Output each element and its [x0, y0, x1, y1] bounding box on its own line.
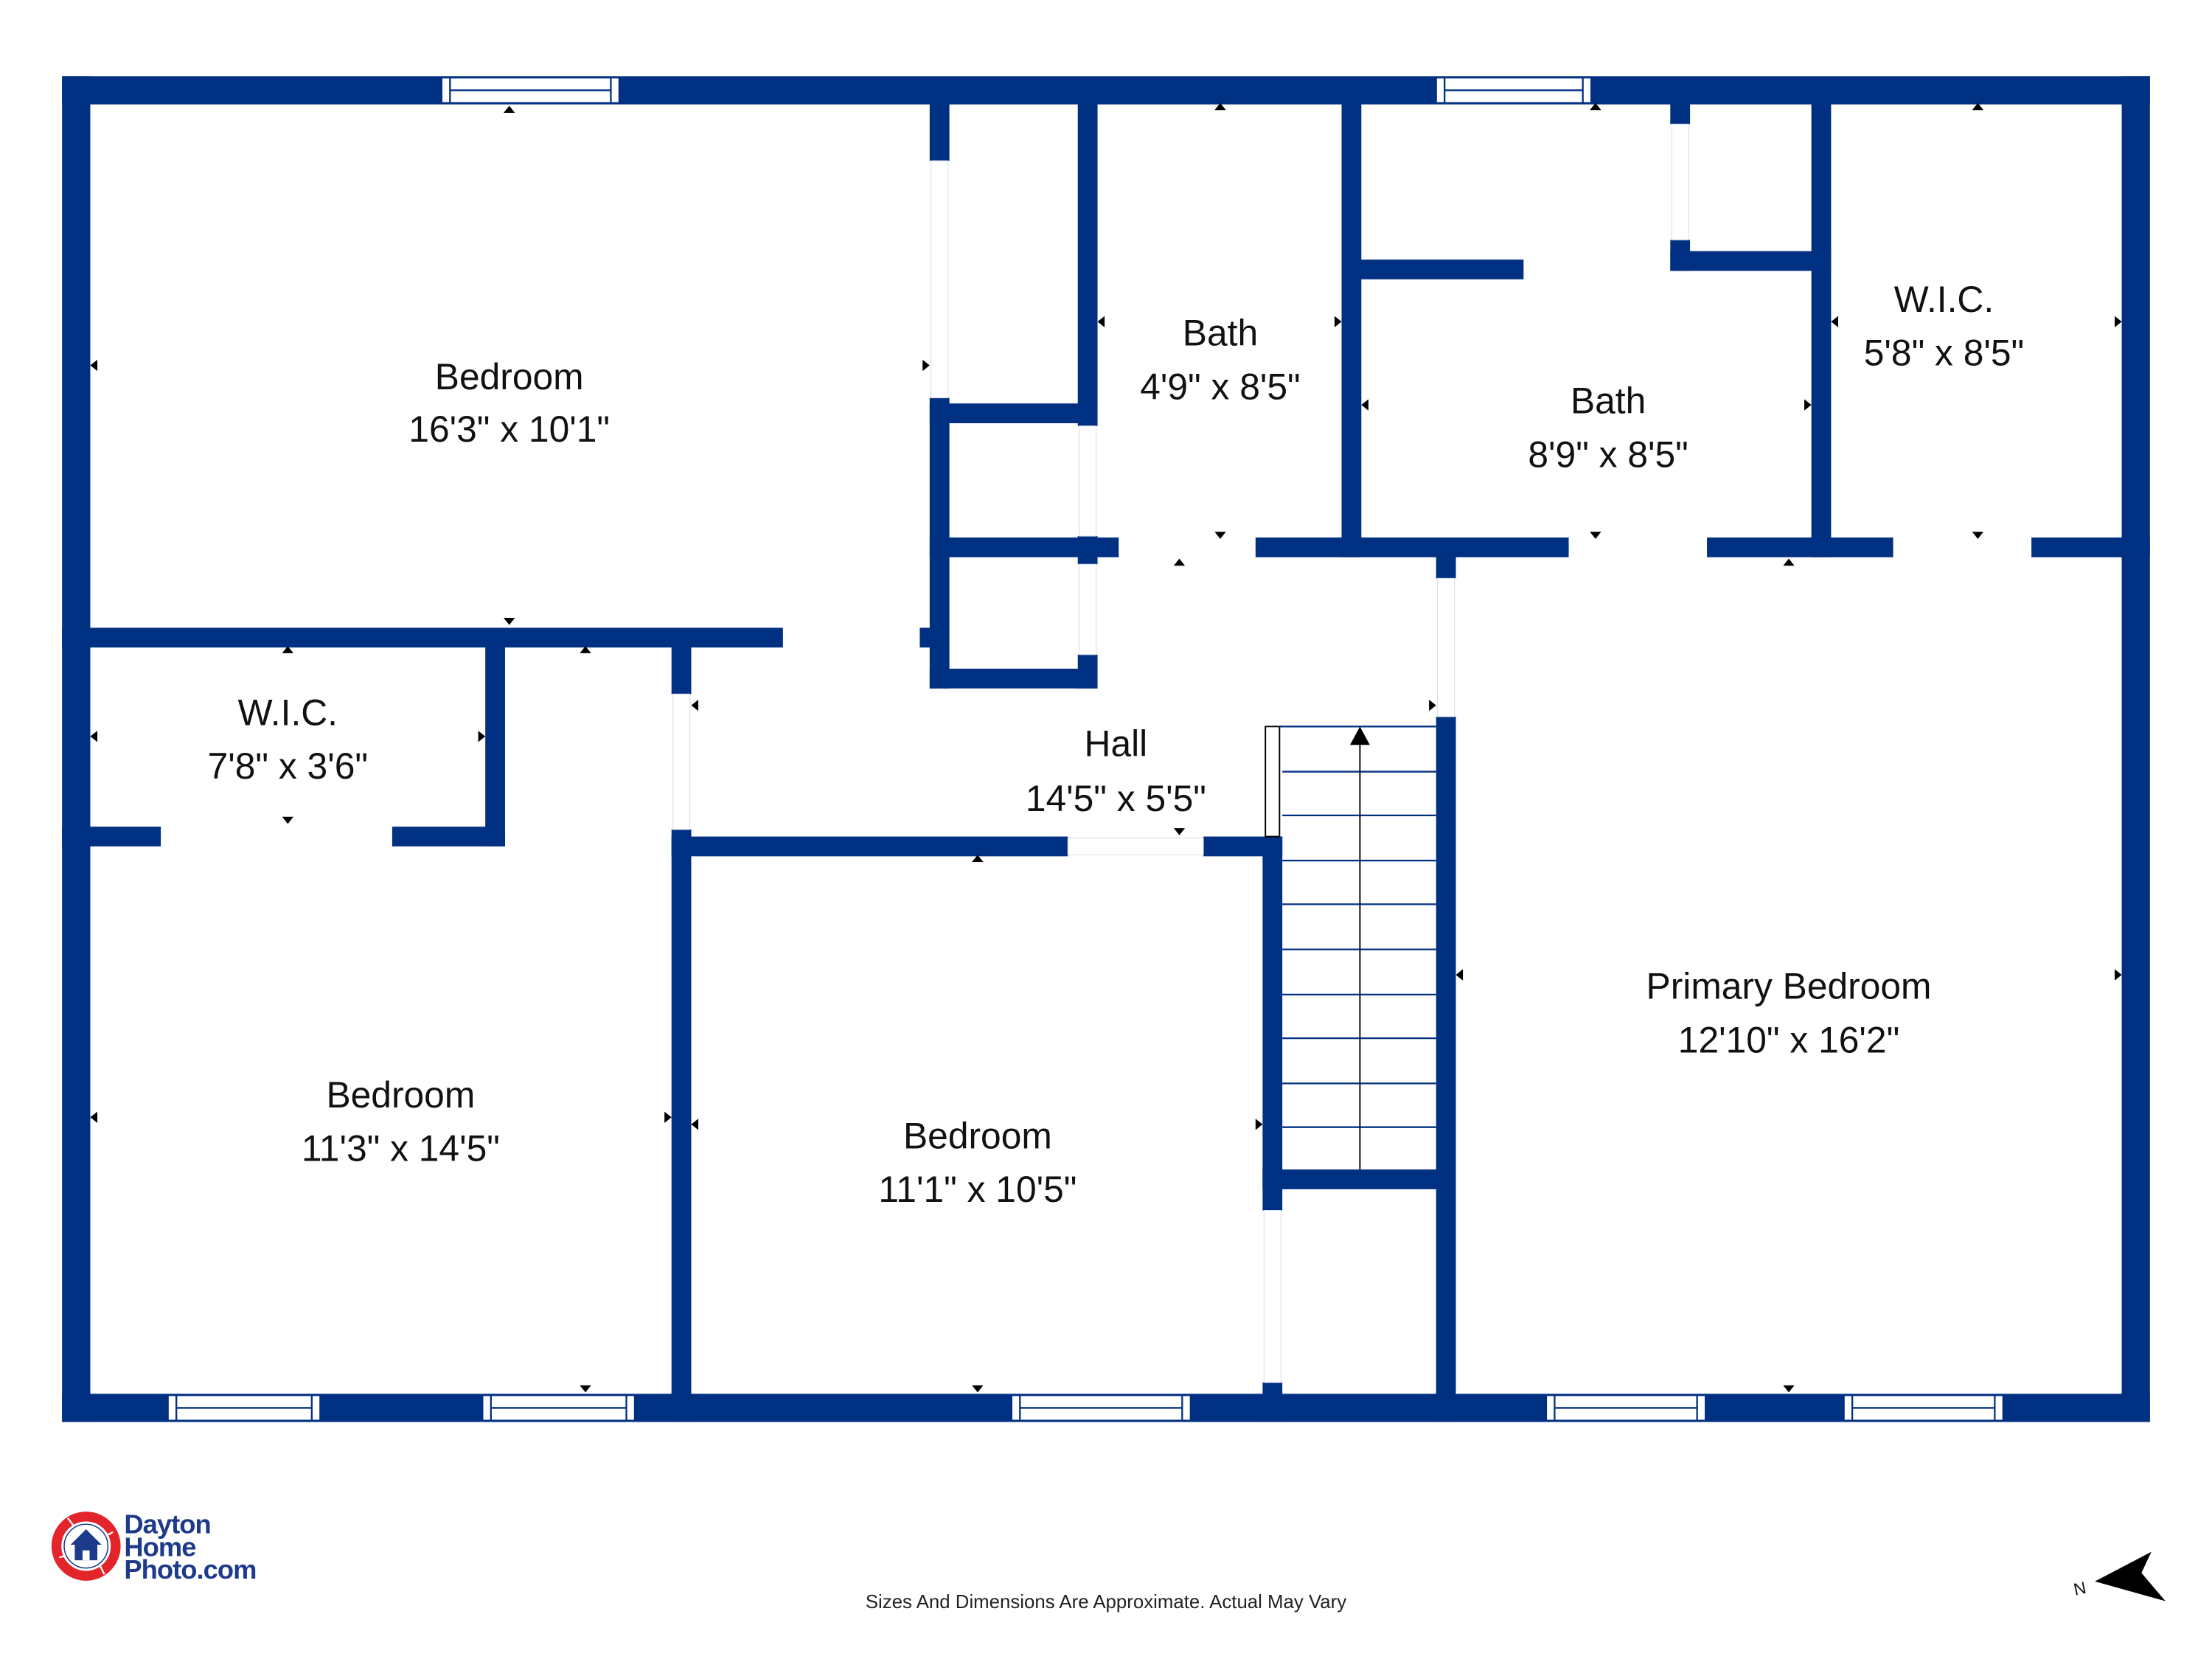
room-label-primary-bedroom: Primary Bedroom 12'10" x 16'2" — [1646, 966, 1932, 1061]
room-name: Hall — [1085, 723, 1148, 765]
room-name: Bath — [1183, 313, 1258, 354]
room-label-wic-w: W.I.C. 7'8" x 3'6" — [208, 692, 368, 787]
room-dimensions: 8'9" x 8'5" — [1528, 434, 1688, 475]
interior-walls — [62, 98, 2150, 1422]
room-name: W.I.C. — [1894, 279, 1994, 320]
staircase — [1265, 726, 1436, 1170]
room-dimensions: 14'5" x 5'5" — [1026, 778, 1206, 819]
window — [440, 77, 621, 104]
disclaimer-text: Sizes And Dimensions Are Approximate. Ac… — [866, 1592, 1346, 1613]
room-label-bedroom-sw: Bedroom 11'3" x 14'5" — [302, 1074, 500, 1169]
room-name: Bedroom — [435, 356, 584, 397]
window — [1843, 1394, 2004, 1422]
room-label-bath-2: Bath 8'9" x 8'5" — [1528, 380, 1688, 476]
room-dimensions: 11'1" x 10'5" — [878, 1169, 1077, 1210]
north-arrow-icon: N — [2072, 1551, 2166, 1601]
room-label-wic-ne: W.I.C. 5'8" x 8'5" — [1864, 279, 2024, 374]
windows — [167, 77, 2004, 1422]
room-dimensions: 16'3" x 10'1" — [408, 408, 610, 450]
compass-north-label: N — [2072, 1578, 2088, 1599]
doorways — [672, 123, 1689, 1383]
dayton-home-photo-logo: Dayton Home Photo.com — [51, 1509, 257, 1585]
room-label-bedroom-nw: Bedroom 16'3" x 10'1" — [408, 356, 610, 450]
window — [1545, 1394, 1707, 1422]
room-dimensions: 5'8" x 8'5" — [1864, 333, 2024, 374]
logo-line-3: Photo.com — [124, 1554, 256, 1585]
stair-up-arrow-icon — [1349, 726, 1370, 745]
room-name: Bedroom — [326, 1074, 475, 1116]
room-label-bedroom-s: Bedroom 11'1" x 10'5" — [878, 1115, 1077, 1210]
room-name: Bath — [1571, 380, 1646, 422]
room-dimensions: 7'8" x 3'6" — [208, 745, 368, 787]
room-dimensions: 11'3" x 14'5" — [302, 1128, 500, 1169]
room-dimensions: 4'9" x 8'5" — [1140, 366, 1300, 407]
room-label-hall: Hall 14'5" x 5'5" — [1026, 723, 1206, 820]
window — [481, 1394, 636, 1422]
room-dimensions: 12'10" x 16'2" — [1678, 1019, 1899, 1060]
logo-line-2: Home — [124, 1531, 195, 1562]
window — [1435, 77, 1593, 104]
window — [1010, 1394, 1192, 1422]
room-name: Bedroom — [903, 1115, 1052, 1156]
room-name: Primary Bedroom — [1646, 966, 1932, 1007]
dimension-markers — [90, 102, 2122, 1393]
room-label-bath-1: Bath 4'9" x 8'5" — [1140, 313, 1300, 408]
window — [167, 1394, 321, 1422]
camera-shutter-house-icon — [51, 1512, 121, 1581]
logo-line-1: Dayton — [124, 1509, 210, 1540]
room-name: W.I.C. — [238, 692, 338, 733]
